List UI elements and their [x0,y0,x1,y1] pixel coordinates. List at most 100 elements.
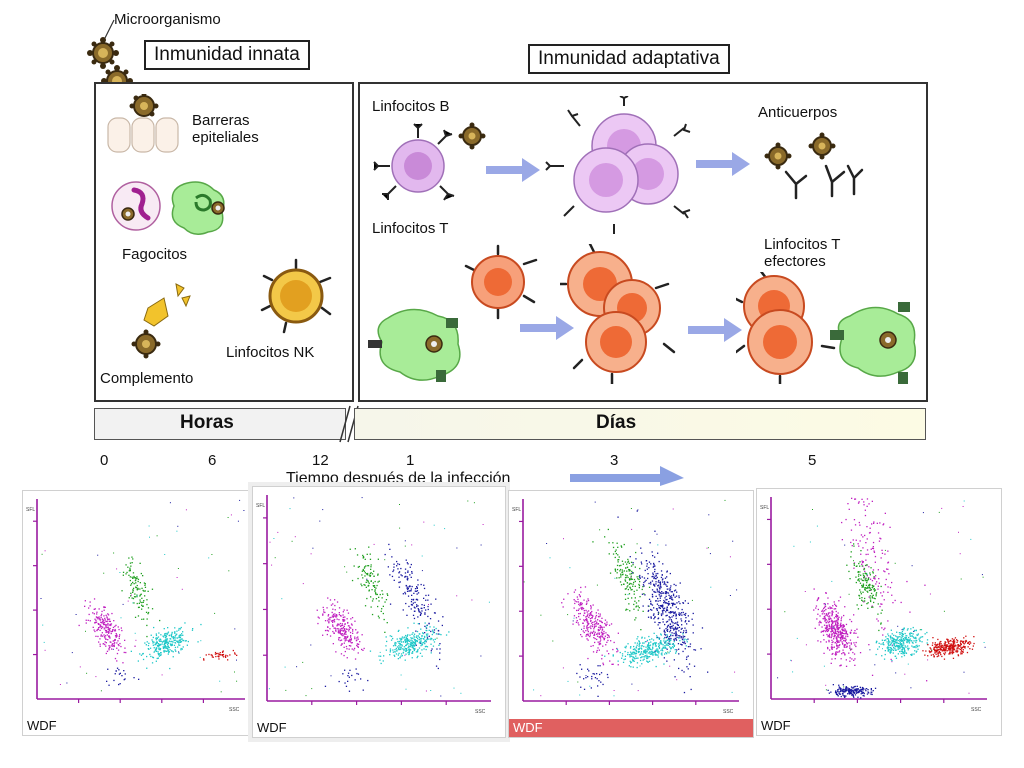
scatter-point [583,620,586,622]
scatter-point [657,624,659,626]
scatter-point [409,574,411,576]
scatter-point [936,650,938,652]
scatter-point [662,604,664,606]
scatter-point [618,559,620,561]
scatter-point [662,605,664,607]
scatter-point [361,634,363,636]
scatter-point [866,693,869,695]
scatter-point [170,635,173,637]
scatter-point [852,694,854,696]
scatter-point [234,653,236,655]
scatter-point [659,583,662,585]
scatter-point [915,651,917,653]
scatter-point [411,652,414,654]
scatter-point [837,625,839,627]
scatter-point [837,618,839,621]
scatter-point [373,575,375,577]
scatter-point [875,575,877,577]
scatter-point [893,646,895,649]
scatter-point [663,638,665,640]
scatter-point [681,614,683,616]
scatter-point [332,624,334,626]
scatter-point [137,615,140,617]
scatter-point [363,647,365,650]
scatter-point [963,643,965,645]
scatter-point [575,621,578,623]
scatter-point [619,568,622,571]
scatter-point [887,650,889,652]
scatter-point [894,655,896,657]
scatter-point [670,597,672,599]
scatter-point [395,642,397,644]
scatter-point [414,588,417,590]
scatter-point [905,652,907,654]
scatter-point [345,636,347,638]
scatter-point [845,642,848,644]
scatter-point [345,685,348,687]
scatter-point [583,627,585,629]
scatter-point [380,662,382,665]
scatter-point [863,569,865,571]
scatter-point [900,637,902,639]
scatter-point [914,629,916,632]
scatter-point [951,647,954,649]
scatter-point [655,645,657,647]
scatter-point [833,631,835,633]
scatter-point [123,651,125,654]
scatter-point [685,612,687,615]
scatter-point [675,639,678,641]
scatter-point [837,645,839,647]
scatter-point [371,589,373,591]
scatter-point [426,637,429,639]
scatter-noise-point [268,688,270,690]
scatter-point [866,590,868,592]
scatter-noise-point [453,687,455,689]
scatter-point [106,620,108,623]
scatter-point [340,653,343,655]
scatter-point [915,636,917,639]
scatter-point [406,640,408,642]
scatter-point [369,553,371,555]
scatter-point [954,642,956,644]
scatter-point [384,601,386,603]
scatter-point [866,574,868,576]
scatter-point [662,592,665,594]
scatter-point [597,695,599,697]
t-cell-icon [464,244,538,320]
scatter-point [672,611,674,613]
scatter-point [616,542,618,544]
scatter-point [952,644,955,646]
scatter-point [392,637,394,640]
scatter-point [674,627,676,629]
scatter-point [904,639,906,642]
scatter-noise-point [236,680,238,682]
scatter-point [651,576,653,578]
scatter-point [616,564,619,567]
scatter-point [658,594,660,596]
scatter-point [159,654,161,656]
scatter-point [106,627,108,629]
scatter-point [655,573,657,575]
scatter-point [632,651,634,653]
scatter-point [425,645,427,647]
scatter-point [950,643,952,645]
scatter-point [366,574,368,576]
scatter-point [901,650,903,652]
scatter-point [827,646,829,649]
scatter-point [666,648,668,650]
scatter-point [355,640,358,642]
scatter-point [868,503,870,505]
scatter-point [833,646,835,648]
scatter-point [405,638,407,640]
scatter-noise-point [185,509,187,511]
scatter-point [901,640,903,642]
scatter-noise-point [433,524,435,526]
scatter-point [835,637,837,640]
scatter-point [933,647,935,649]
scatter-point [360,583,362,585]
scatter-point [669,626,671,628]
scatter-noise-point [706,547,708,549]
scatter-point [340,633,342,635]
scatter-point [903,629,905,631]
